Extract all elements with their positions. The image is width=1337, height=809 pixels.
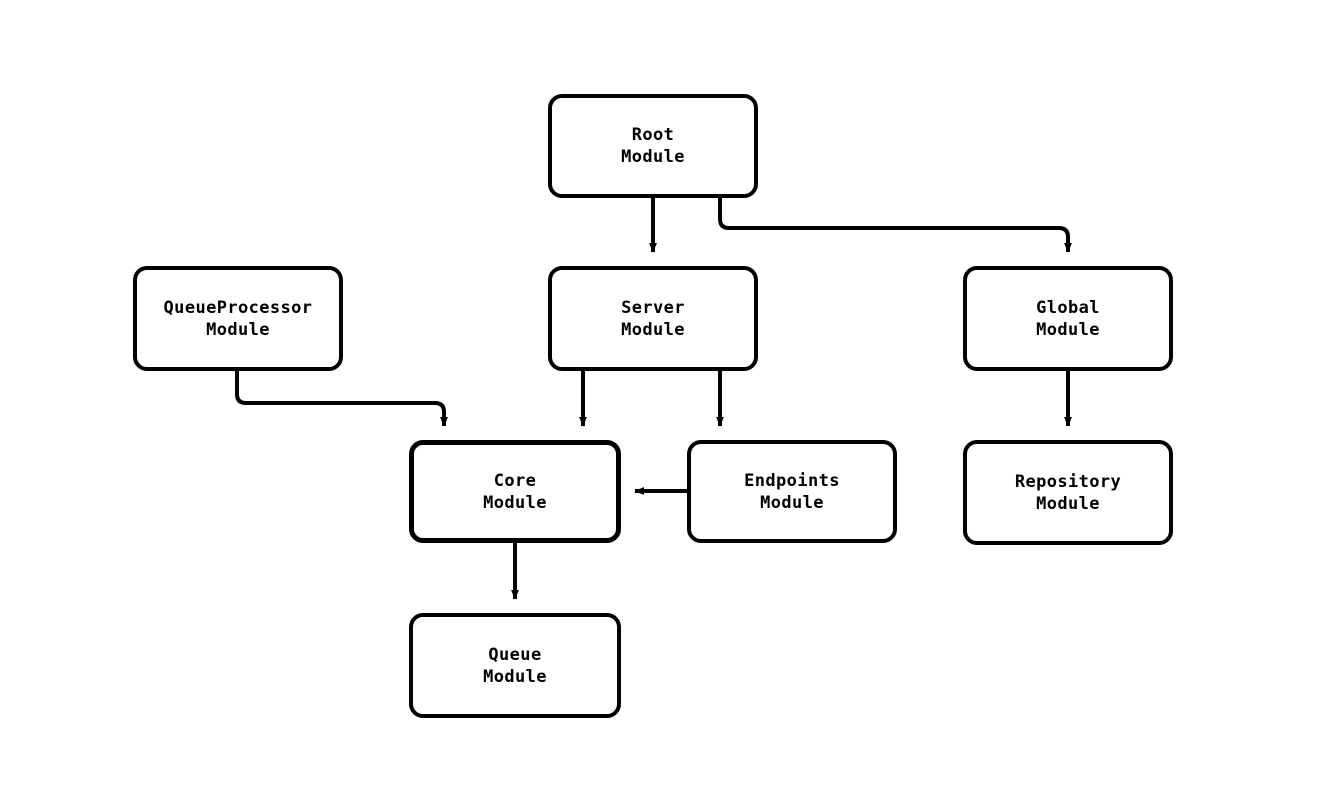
node-queueprocessor-module-label: QueueProcessor Module <box>163 297 313 340</box>
node-queue-module-label: Queue Module <box>483 644 547 687</box>
edge-root-to-global <box>718 198 1072 253</box>
node-queueprocessor-module[interactable]: QueueProcessor Module <box>133 266 343 371</box>
node-server-module[interactable]: Server Module <box>548 266 758 371</box>
node-repository-module[interactable]: Repository Module <box>963 440 1173 545</box>
edge-queueprocessor-to-core <box>235 371 448 427</box>
node-root-module-label: Root Module <box>621 125 685 167</box>
node-global-module-label: Global Module <box>1036 297 1100 340</box>
node-server-module-label: Server Module <box>621 297 685 340</box>
node-endpoints-module[interactable]: Endpoints Module <box>687 440 897 543</box>
node-repository-module-label: Repository Module <box>1014 471 1122 514</box>
node-core-module-label: Core Module <box>483 470 547 513</box>
node-root-module[interactable]: Root Module <box>548 94 758 198</box>
node-global-module[interactable]: Global Module <box>963 266 1173 371</box>
node-queue-module[interactable]: Queue Module <box>409 613 621 718</box>
node-endpoints-module-label: Endpoints Module <box>744 470 840 513</box>
node-core-module[interactable]: Core Module <box>409 440 621 543</box>
